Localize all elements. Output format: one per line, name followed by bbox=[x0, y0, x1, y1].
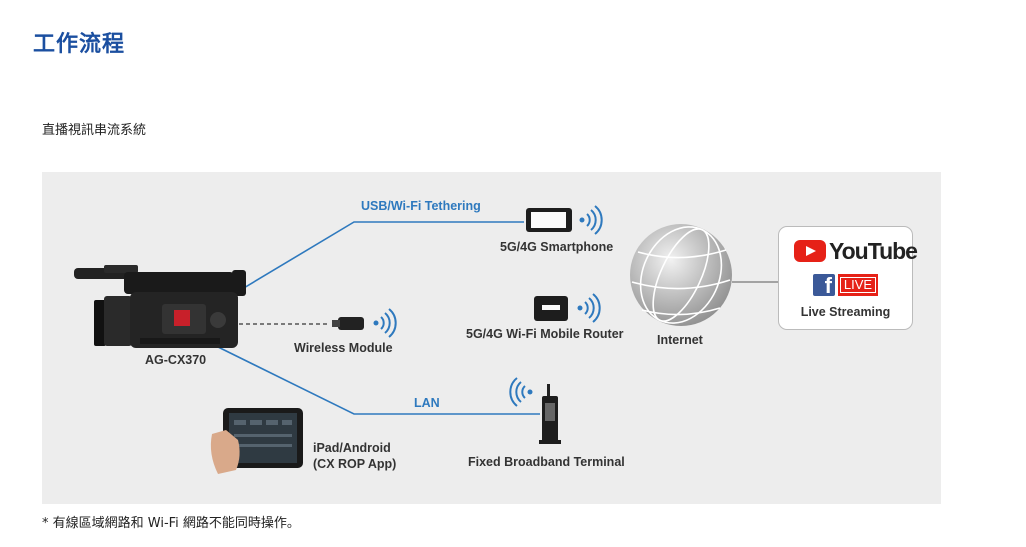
footnote: * 有線區域網路和 Wi-Fi 網路不能同時操作。 bbox=[42, 516, 300, 531]
youtube-play-icon bbox=[794, 240, 826, 262]
smartphone-signal-icon bbox=[579, 205, 603, 235]
usb-wifi-line bbox=[211, 221, 524, 308]
fixed-terminal-signal-icon bbox=[509, 377, 533, 407]
ipad-label-line1: iPad/Android bbox=[313, 441, 391, 455]
usb-wifi-tethering-label: USB/Wi-Fi Tethering bbox=[361, 199, 481, 213]
workflow-diagram: USB/Wi-Fi Tethering 5G/4G Smartphone 5G/… bbox=[42, 172, 941, 504]
page-title: 工作流程 bbox=[33, 32, 126, 57]
wireless-module-signal-icon bbox=[373, 308, 397, 338]
mobile-router-icon bbox=[534, 296, 568, 321]
camera-label: AG-CX370 bbox=[145, 353, 207, 367]
youtube-logo: YouTube bbox=[794, 238, 918, 264]
ipad-label-line2: (CX ROP App) bbox=[313, 457, 397, 471]
facebook-icon: f bbox=[813, 273, 835, 298]
connection-lines bbox=[211, 221, 540, 415]
live-streaming-label: Live Streaming bbox=[800, 305, 891, 319]
facebook-live-badge: LIVE bbox=[838, 274, 878, 296]
wireless-module-label: Wireless Module bbox=[294, 341, 393, 355]
youtube-wordmark: YouTube bbox=[829, 238, 918, 264]
fixed-terminal-label: Fixed Broadband Terminal bbox=[468, 455, 625, 469]
wireless-module-icon bbox=[332, 317, 364, 330]
internet-label: Internet bbox=[657, 333, 703, 347]
smartphone-label: 5G/4G Smartphone bbox=[500, 240, 614, 254]
section-title: 直播視訊串流系統 bbox=[42, 123, 147, 138]
lan-label: LAN bbox=[414, 396, 440, 410]
live-streaming-box: YouTube f LIVE Live Streaming bbox=[778, 226, 918, 330]
lan-line bbox=[211, 343, 540, 415]
ipad-icon bbox=[210, 408, 303, 474]
mobile-router-label: 5G/4G Wi-Fi Mobile Router bbox=[466, 327, 624, 341]
diagram-graphics bbox=[74, 205, 778, 474]
smartphone-icon bbox=[526, 208, 572, 232]
internet-globe-icon bbox=[630, 224, 732, 326]
mobile-router-signal-icon bbox=[577, 293, 601, 323]
fixed-terminal-icon bbox=[539, 384, 561, 444]
wireless-arrow bbox=[224, 319, 330, 329]
camera-icon bbox=[74, 265, 246, 348]
